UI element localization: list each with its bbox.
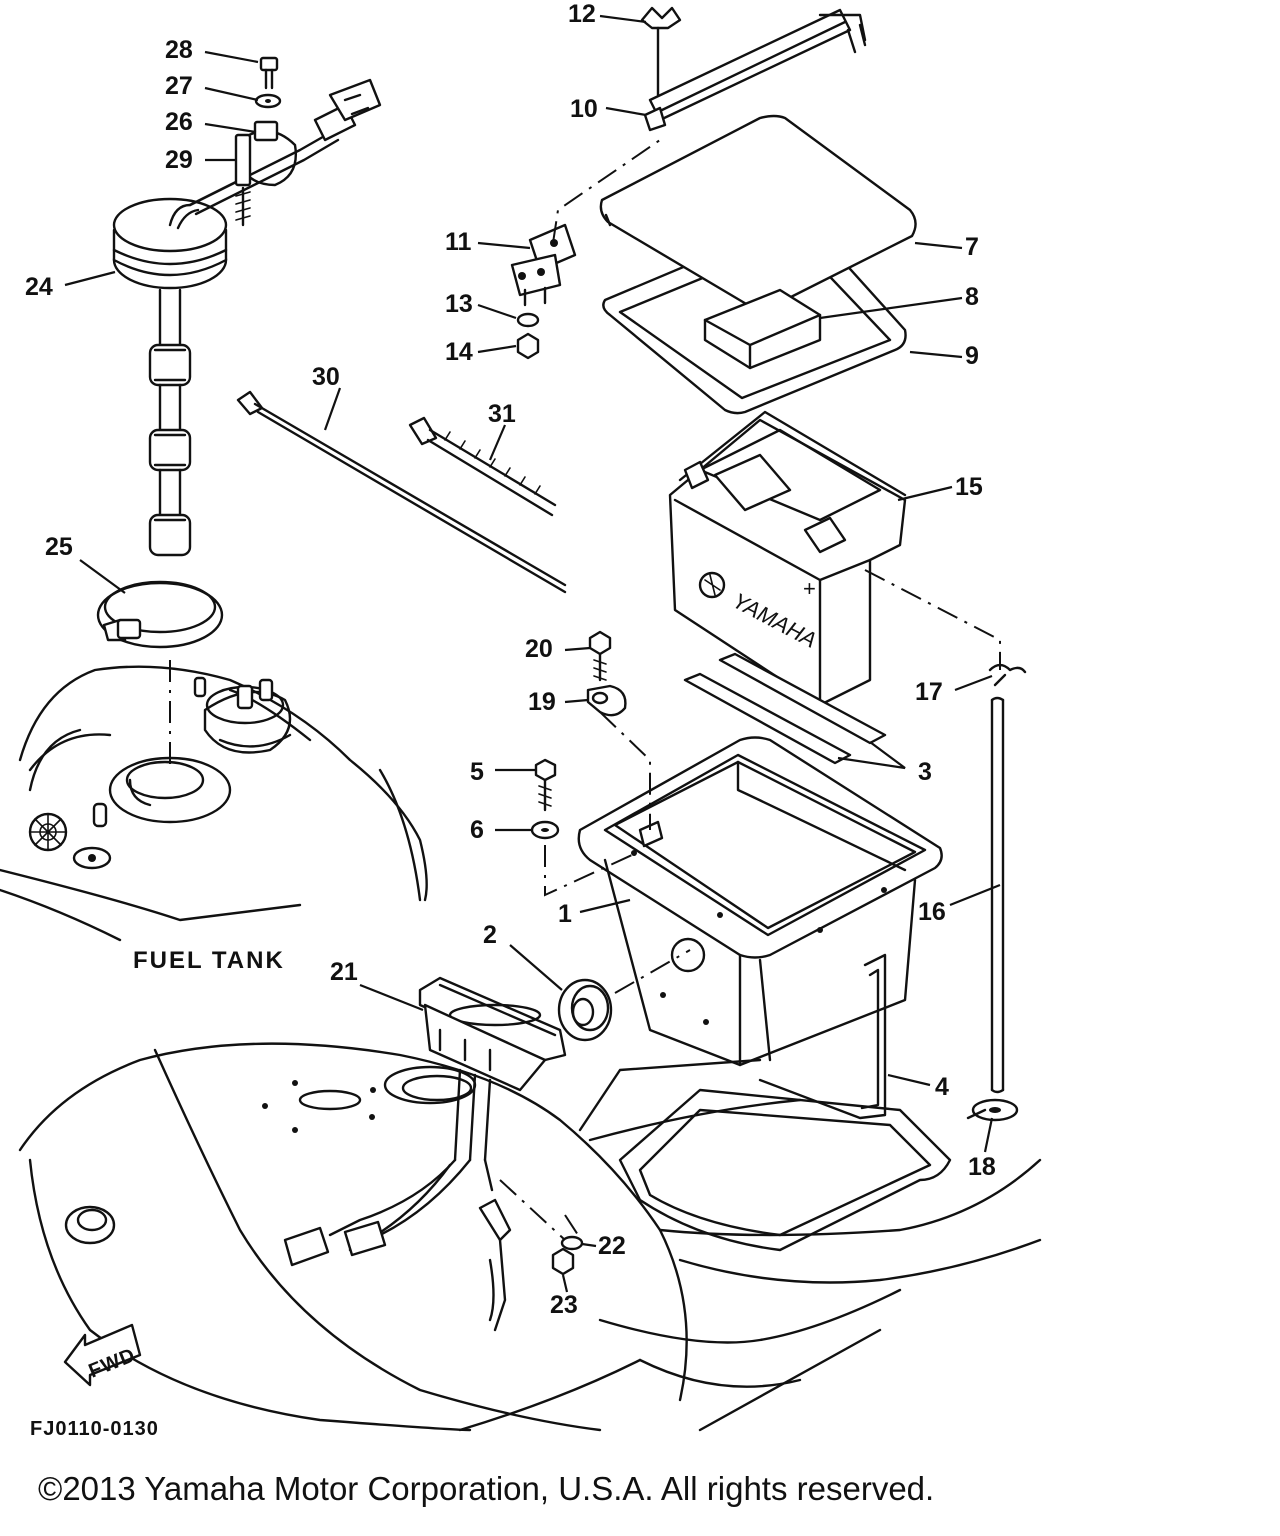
callout-31: 31 <box>488 400 516 428</box>
vent-hose <box>966 663 1027 1122</box>
callout-17: 17 <box>915 678 943 706</box>
callout-2: 2 <box>483 921 497 949</box>
battery-box <box>577 736 943 1067</box>
callout-30: 30 <box>312 363 340 391</box>
copyright-notice: ©2013 Yamaha Motor Corporation, U.S.A. A… <box>38 1470 935 1507</box>
assembly-lines <box>169 139 1001 1241</box>
callout-12: 12 <box>568 0 596 28</box>
callout-1: 1 <box>558 900 572 928</box>
callout-27: 27 <box>165 72 193 100</box>
callout-26: 26 <box>165 108 193 136</box>
hose-clamp <box>96 580 224 649</box>
fuel-tank <box>0 665 428 942</box>
callout-29: 29 <box>165 146 193 174</box>
meter-nuts <box>551 1235 584 1276</box>
callout-14: 14 <box>445 338 473 366</box>
battery-pads <box>683 652 887 765</box>
callout-24: 24 <box>25 273 53 301</box>
grommet <box>557 978 613 1042</box>
fuel-gauge-meter <box>283 976 567 1332</box>
battery: YAMAHA + <box>668 410 907 707</box>
callout-4: 4 <box>935 1073 949 1101</box>
battery-box-strap <box>758 953 887 1120</box>
callout-19: 19 <box>528 688 556 716</box>
fuel-sender-unit <box>112 178 242 557</box>
cable-ties <box>236 390 567 594</box>
callout-25: 25 <box>45 533 73 561</box>
callout-22: 22 <box>598 1232 626 1260</box>
fwd-arrow: FWD <box>63 1323 142 1387</box>
drawing-code: FJ0110-0130 <box>30 1418 159 1440</box>
callout-5: 5 <box>470 758 484 786</box>
callout-9: 9 <box>965 342 979 370</box>
battery-cover <box>599 114 917 415</box>
battery-plus-sign: + <box>803 576 816 601</box>
callout-3: 3 <box>918 758 932 786</box>
callout-6: 6 <box>470 816 484 844</box>
callout-15: 15 <box>955 473 983 501</box>
screws-and-clamps <box>530 630 627 840</box>
callout-28: 28 <box>165 36 193 64</box>
fuel-tank-label: FUEL TANK <box>133 947 285 974</box>
sender-wire-harness <box>188 56 382 227</box>
callout-13: 13 <box>445 290 473 318</box>
callout-11: 11 <box>445 228 472 256</box>
callout-21: 21 <box>330 958 358 986</box>
callout-7: 7 <box>965 233 979 261</box>
battery-bracket <box>510 223 577 360</box>
leader-lines <box>64 14 1001 1293</box>
callout-8: 8 <box>965 283 979 311</box>
callout-23: 23 <box>550 1291 578 1319</box>
callout-20: 20 <box>525 635 553 663</box>
callout-numbers: 28 27 26 29 24 25 30 31 12 10 11 13 14 7… <box>25 0 996 1319</box>
callout-16: 16 <box>918 898 946 926</box>
hull-outline <box>18 1042 1042 1432</box>
callout-18: 18 <box>968 1153 996 1181</box>
hold-down-strap <box>640 6 867 132</box>
callout-10: 10 <box>570 95 598 123</box>
